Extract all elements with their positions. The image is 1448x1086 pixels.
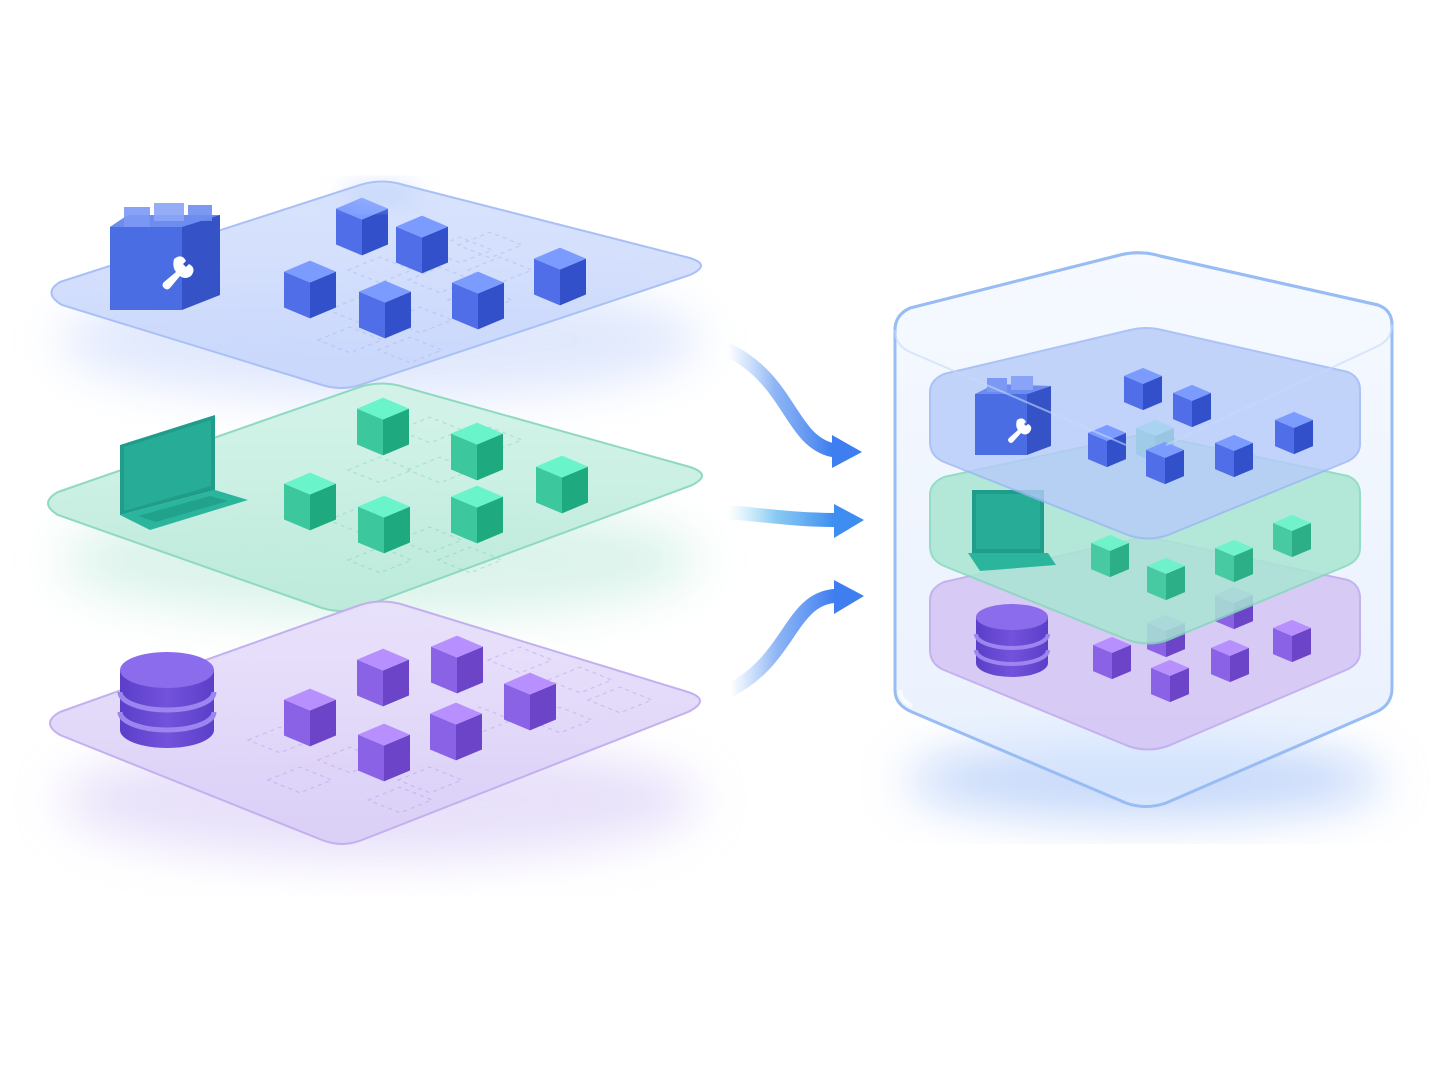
grid-cell [346, 546, 414, 574]
arrow-right-icon [721, 504, 864, 538]
cube-icon [1273, 619, 1311, 663]
cube-icon [452, 271, 504, 330]
cube-icon [284, 260, 336, 319]
cube-icon [1215, 434, 1253, 478]
grid-cell [326, 506, 394, 534]
grid-cell [376, 336, 444, 364]
grid-cell [486, 646, 554, 674]
cube-icon [504, 672, 556, 731]
database-icon [974, 604, 1050, 677]
grid-cell [546, 666, 614, 694]
cube-icon [1091, 534, 1129, 578]
cube-icon [357, 648, 409, 707]
cube-icon [358, 495, 410, 554]
stacked-layers-container [893, 251, 1394, 820]
cube-icon [451, 485, 503, 544]
cube-icon [396, 215, 448, 274]
database-icon [117, 652, 217, 748]
grid-cell [456, 231, 524, 259]
cube-icon [1273, 514, 1311, 558]
cube-icon [1088, 424, 1126, 468]
cube-icon [1215, 539, 1253, 583]
grid-cell [396, 766, 464, 794]
grid-cell [526, 706, 594, 734]
inner-layer-tools [929, 327, 1361, 540]
cube-icon [358, 723, 410, 782]
toolbox-icon [110, 203, 220, 310]
cube-icon [1124, 367, 1162, 411]
cube-icon [430, 702, 482, 761]
toolbox-icon [975, 376, 1051, 455]
laptop-icon [968, 490, 1056, 571]
curved-arrow-down-icon [721, 343, 862, 468]
grid-cell [316, 746, 384, 774]
grid-cell [586, 686, 654, 714]
grid-cell [346, 456, 414, 484]
grid-cell [266, 766, 334, 794]
cube-icon [1147, 557, 1185, 601]
curved-arrow-up-icon [723, 580, 864, 697]
layer-devices [47, 382, 703, 620]
cube-icon [1146, 441, 1184, 485]
cube-icon [1093, 636, 1131, 680]
layer-tools [50, 180, 702, 400]
layer-data [49, 600, 701, 860]
cube-icon [284, 472, 336, 531]
cube-icon [1211, 639, 1249, 683]
cube-icon [431, 635, 483, 694]
grid-cell [386, 306, 454, 334]
cube-icon [357, 397, 409, 456]
grid-cell [326, 296, 394, 324]
grid-cell [436, 546, 504, 574]
cube-icon [359, 280, 411, 339]
grid-cell [406, 456, 474, 484]
cube-icon [1151, 659, 1189, 703]
grid-cell [366, 786, 434, 814]
grid-cell [406, 266, 474, 294]
cube-icon [451, 422, 503, 481]
grid-cell [346, 256, 414, 284]
cube-icon [534, 247, 586, 306]
grid-cell [396, 526, 464, 554]
cube-icon [1275, 411, 1313, 455]
grid-cell [426, 236, 494, 264]
cube-icon [1173, 384, 1211, 428]
cube-icon [536, 455, 588, 514]
grid-cell [396, 416, 464, 444]
laptop-icon [120, 415, 248, 530]
grid-cell [246, 726, 314, 754]
cube-icon [284, 688, 336, 747]
grid-cell [316, 326, 384, 354]
